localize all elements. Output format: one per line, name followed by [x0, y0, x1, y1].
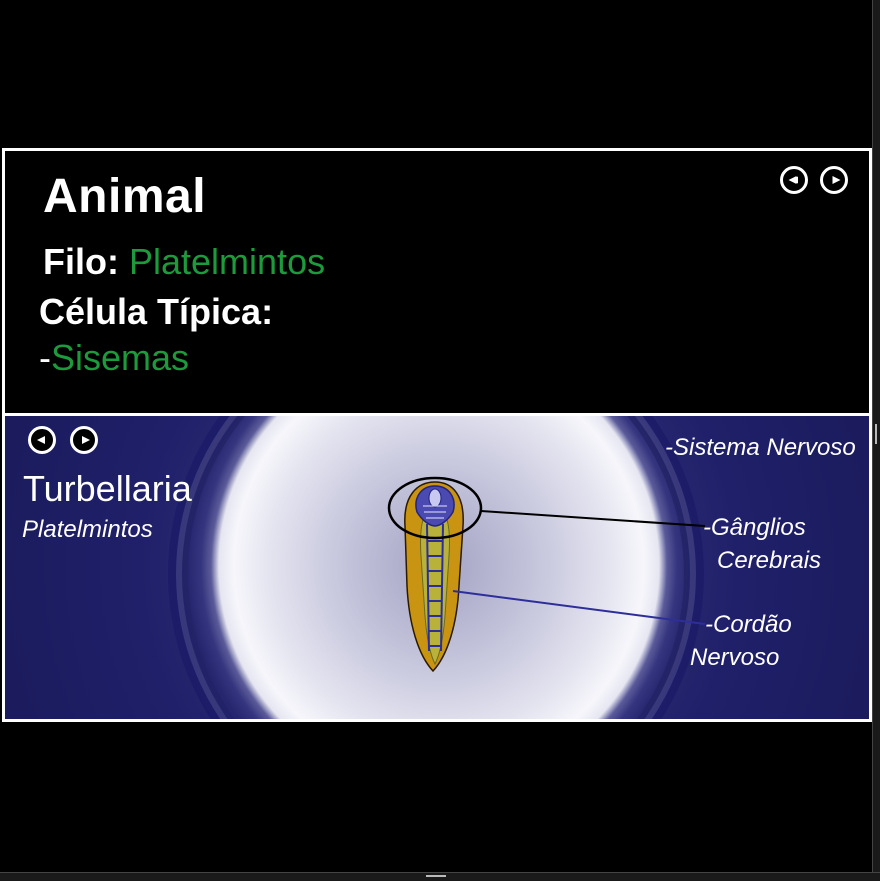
resize-grip[interactable] [426, 875, 446, 877]
cordao-pointer [452, 590, 706, 625]
planarian-illustration [387, 476, 706, 673]
phylum-name: Platelmintos [22, 516, 153, 543]
next-animal-button[interactable] [820, 166, 848, 194]
filo-value: Platelmintos [129, 241, 326, 282]
arrow-left-circle-icon [37, 436, 45, 444]
celula-label: Célula Típica: [39, 291, 274, 332]
nerve-cord [426, 523, 444, 652]
arrow-left-circle-icon [788, 176, 798, 184]
ganglios-pointer [480, 510, 706, 527]
window-scrollbar-vertical[interactable] [872, 0, 880, 880]
ganglios-label-1: -Gânglios [703, 514, 806, 541]
species-name: Turbellaria [23, 468, 192, 509]
scrollbar-grip[interactable] [875, 424, 877, 444]
prev-image-button[interactable] [28, 426, 56, 454]
celula-prefix: - [39, 337, 51, 378]
prev-animal-button[interactable] [780, 166, 808, 194]
celula-line: -Sisemas [39, 337, 189, 379]
next-image-button[interactable] [70, 426, 98, 454]
cordao-label-1: -Cordão [705, 611, 792, 638]
arrow-right-circle-icon [82, 436, 90, 444]
info-panel: Animal Filo: Platelmintos Célula Típica:… [2, 148, 872, 417]
ganglia-center [428, 488, 442, 508]
filo-label: Filo: [43, 241, 119, 282]
ganglios-label-2: Cerebrais [717, 547, 822, 574]
system-label: -Sistema Nervoso [665, 434, 856, 461]
ganglia-nerves [423, 505, 447, 519]
image-panel: Turbellaria Platelmintos [2, 413, 872, 722]
cordao-label-2: Nervoso [690, 644, 780, 671]
animal-title: Animal [43, 170, 207, 223]
arrow-right-circle-icon [832, 176, 841, 184]
filo-line: Filo: Platelmintos [43, 241, 325, 283]
ganglia-highlight [387, 476, 483, 540]
celula-value: Sisemas [51, 337, 190, 378]
